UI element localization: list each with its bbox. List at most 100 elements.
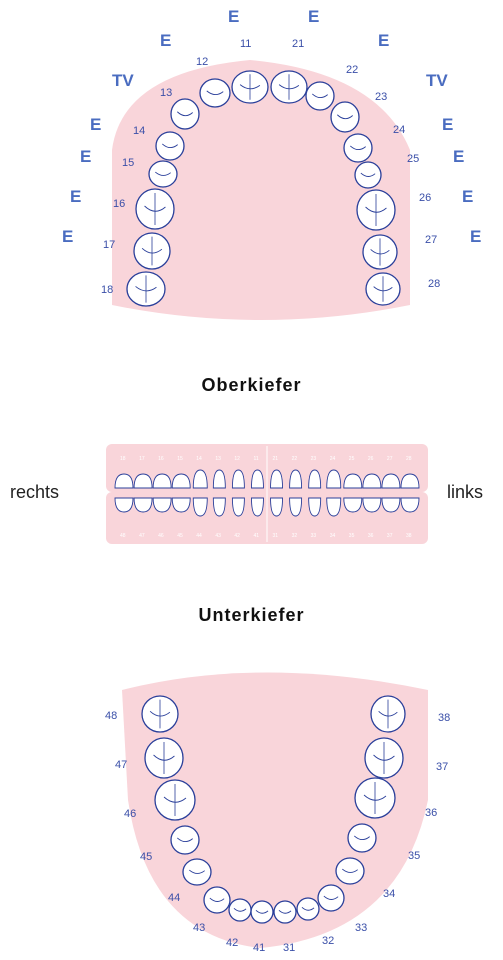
tooth-17[interactable] [134,233,170,269]
front-tooth-32-crown [290,498,302,516]
tooth-22[interactable] [306,82,334,110]
front-tooth-13[interactable] [213,470,225,488]
front-tooth-12[interactable] [232,470,244,488]
front-tooth-number-25: 25 [349,456,355,462]
tooth-23-crown [331,102,359,132]
front-tooth-11[interactable] [251,470,263,488]
status-mark-23: TV [426,71,448,90]
tooth-38[interactable] [371,696,405,732]
tooth-number-32: 32 [322,935,334,947]
tooth-23[interactable] [331,102,359,132]
front-tooth-number-12: 12 [234,456,240,462]
tooth-44[interactable] [183,859,211,885]
upper-jaw-title: Oberkiefer [0,375,503,396]
tooth-number-12: 12 [196,56,208,68]
tooth-21[interactable] [271,71,307,103]
front-tooth-number-22: 22 [292,456,298,462]
tooth-33[interactable] [318,885,344,911]
front-tooth-31[interactable] [271,498,283,516]
front-tooth-42[interactable] [232,498,244,516]
front-tooth-number-17: 17 [139,456,145,462]
status-mark-11: E [228,7,239,26]
front-tooth-12-crown [232,470,244,488]
status-mark-27: E [470,227,481,246]
status-mark-25: E [453,147,464,166]
status-mark-22: E [378,31,389,50]
front-tooth-number-27: 27 [387,456,393,462]
tooth-14[interactable] [156,132,184,160]
tooth-41[interactable] [251,901,273,923]
tooth-25[interactable] [355,162,381,188]
tooth-12[interactable] [200,79,230,107]
tooth-number-25: 25 [407,153,419,165]
tooth-15[interactable] [149,161,177,187]
tooth-number-33: 33 [355,922,367,934]
tooth-number-34: 34 [383,888,395,900]
tooth-28[interactable] [366,273,400,305]
tooth-46[interactable] [155,780,195,820]
tooth-31-crown [274,901,296,923]
tooth-number-18: 18 [101,284,113,296]
front-tooth-22[interactable] [290,470,302,488]
tooth-37[interactable] [365,738,403,778]
tooth-number-14: 14 [133,125,145,137]
tooth-13[interactable] [171,99,199,129]
tooth-16[interactable] [136,189,174,229]
tooth-34-crown [336,858,364,884]
front-tooth-43-crown [213,498,225,516]
tooth-number-31: 31 [283,942,295,954]
tooth-number-41: 41 [253,942,265,954]
status-mark-12: E [160,31,171,50]
tooth-42[interactable] [229,899,251,921]
tooth-25-crown [355,162,381,188]
status-mark-16: E [70,187,81,206]
tooth-number-46: 46 [124,808,136,820]
front-tooth-number-21: 21 [273,456,279,462]
tooth-number-42: 42 [226,937,238,949]
front-tooth-33[interactable] [309,498,321,516]
tooth-number-15: 15 [122,157,134,169]
tooth-number-16: 16 [113,198,125,210]
tooth-26[interactable] [357,190,395,230]
front-tooth-43[interactable] [213,498,225,516]
tooth-36[interactable] [355,778,395,818]
tooth-45-crown [171,826,199,854]
front-tooth-41[interactable] [251,498,263,516]
tooth-44-crown [183,859,211,885]
tooth-18[interactable] [127,272,165,306]
tooth-number-38: 38 [438,712,450,724]
tooth-number-26: 26 [419,192,431,204]
tooth-31[interactable] [274,901,296,923]
front-tooth-21[interactable] [271,470,283,488]
tooth-32[interactable] [297,898,319,920]
tooth-34[interactable] [336,858,364,884]
tooth-number-36: 36 [425,807,437,819]
tooth-45[interactable] [171,826,199,854]
front-tooth-23[interactable] [309,470,321,488]
tooth-11[interactable] [232,71,268,103]
tooth-43[interactable] [204,887,230,913]
front-tooth-number-45: 45 [177,533,183,539]
status-mark-21: E [308,7,319,26]
tooth-number-35: 35 [408,850,420,862]
tooth-number-22: 22 [346,64,358,76]
front-tooth-number-32: 32 [292,533,298,539]
tooth-47[interactable] [145,738,183,778]
tooth-24[interactable] [344,134,372,162]
tooth-number-43: 43 [193,922,205,934]
front-tooth-number-31: 31 [273,533,279,539]
front-tooth-number-42: 42 [234,533,240,539]
front-tooth-number-23: 23 [311,456,317,462]
front-tooth-32[interactable] [290,498,302,516]
tooth-27[interactable] [363,235,397,269]
tooth-number-47: 47 [115,759,127,771]
front-tooth-31-crown [271,498,283,516]
front-tooth-number-46: 46 [158,533,164,539]
tooth-35[interactable] [348,824,376,852]
tooth-13-crown [171,99,199,129]
tooth-12-crown [200,79,230,107]
tooth-number-24: 24 [393,124,405,136]
front-tooth-number-44: 44 [196,533,202,539]
front-tooth-number-37: 37 [387,533,393,539]
tooth-48[interactable] [142,696,178,732]
